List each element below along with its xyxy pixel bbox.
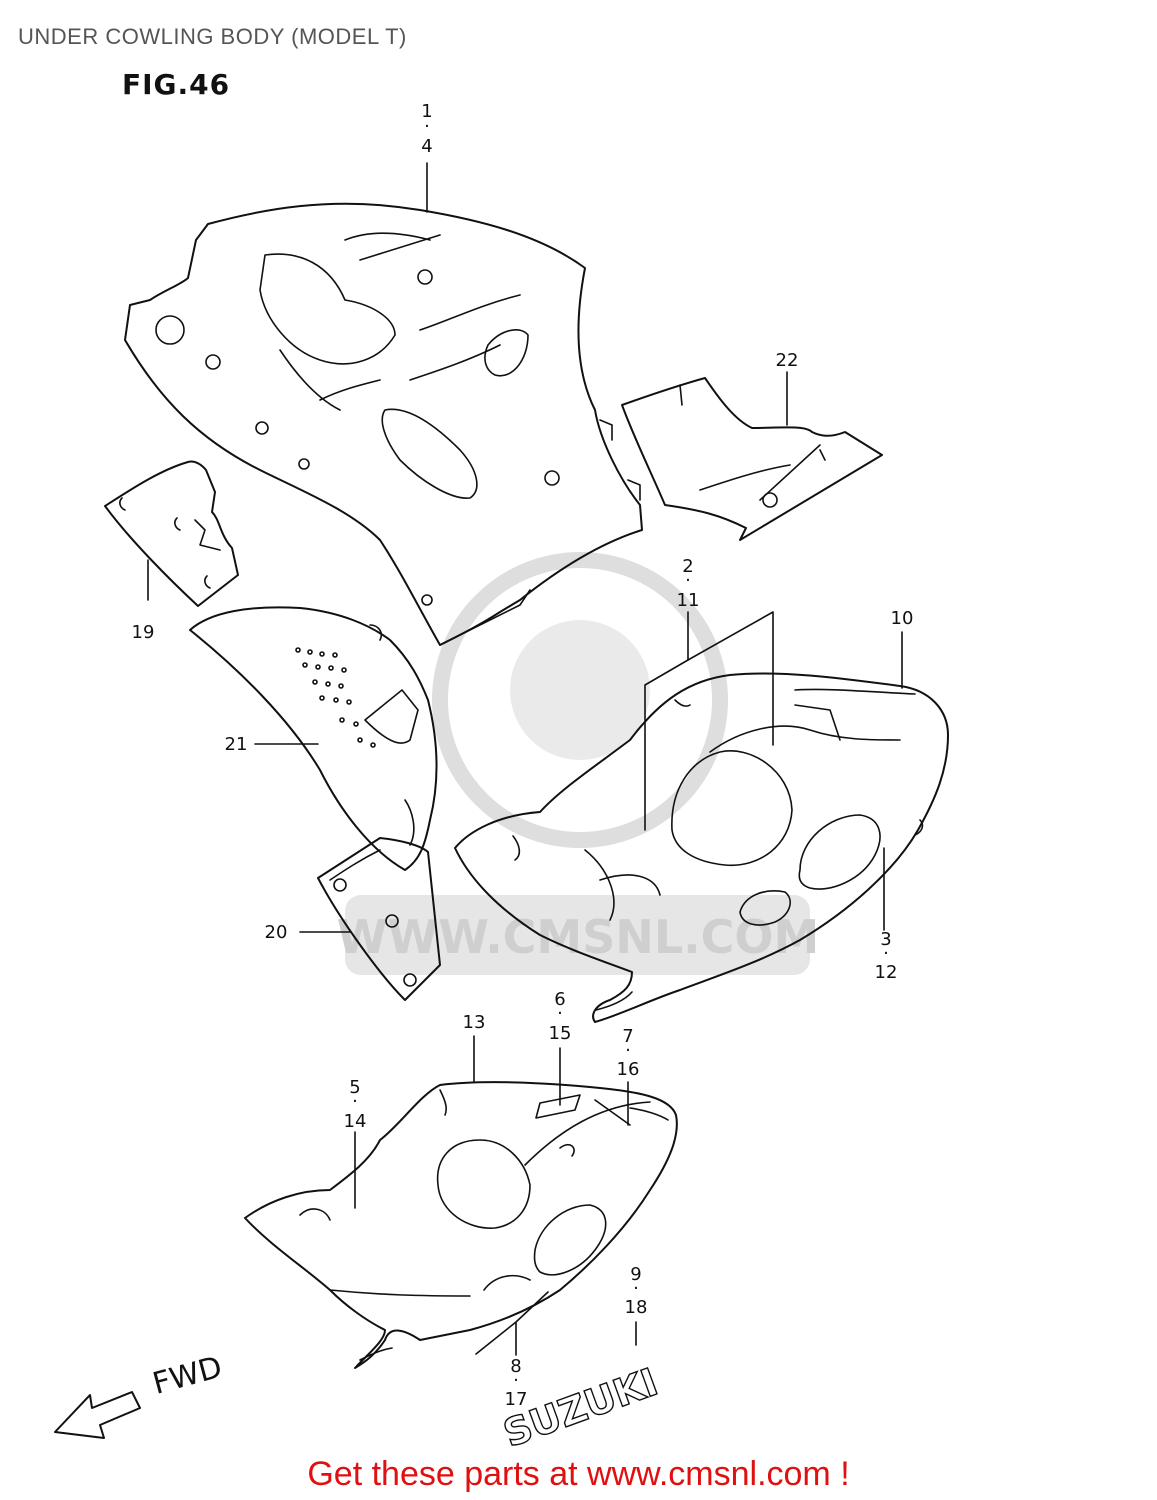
part-21-inner-panel xyxy=(189,606,438,871)
cmsnl-parts-link[interactable]: Get these parts at www.cmsnl.com ! xyxy=(307,1455,850,1493)
fwd-arrow-icon xyxy=(54,1391,141,1439)
callout-separator: · xyxy=(625,1040,631,1061)
callout-10: 10 xyxy=(891,608,914,629)
forward-indicator: FWD xyxy=(54,1350,226,1439)
callout-14: 14 xyxy=(344,1111,367,1132)
part-upper-cowling xyxy=(124,202,643,646)
callout-4: 4 xyxy=(421,136,432,157)
callout-17: 17 xyxy=(505,1389,528,1410)
watermark-banner xyxy=(345,895,810,975)
callout-9: 9 xyxy=(630,1264,641,1285)
callout-12: 12 xyxy=(875,962,898,983)
part-lower-under-cowling xyxy=(244,1081,678,1369)
watermark-text: WWW.CMSNL.COM xyxy=(337,910,820,964)
fwd-label: FWD xyxy=(149,1350,226,1402)
figure-label: FIG.46 xyxy=(122,68,231,101)
callout-2: 2 xyxy=(682,556,693,577)
part-19-panel xyxy=(104,460,239,607)
callout-separator: · xyxy=(513,1370,519,1391)
callout-13: 13 xyxy=(463,1012,486,1033)
watermark-face xyxy=(510,620,650,760)
callout-separator: · xyxy=(883,943,889,964)
callout-separator: · xyxy=(352,1091,358,1112)
callout-3: 3 xyxy=(880,929,891,950)
callout-5: 5 xyxy=(349,1077,360,1098)
callout-labels: 1 · 4 22 19 2 · 11 10 21 20 3 · 12 6 · 1… xyxy=(132,101,914,1410)
vent-holes xyxy=(295,647,376,748)
callout-6: 6 xyxy=(554,989,565,1010)
callout-21: 21 xyxy=(225,734,248,755)
page-title: UNDER COWLING BODY (MODEL T) xyxy=(18,24,407,49)
callout-1: 1 xyxy=(421,101,432,122)
callout-15: 15 xyxy=(549,1023,572,1044)
callout-22: 22 xyxy=(776,350,799,371)
callout-16: 16 xyxy=(617,1059,640,1080)
part-20-plate xyxy=(317,837,441,1001)
part-middle-under-cowling xyxy=(454,672,949,1023)
watermark: WWW.CMSNL.COM xyxy=(337,552,820,975)
callout-11: 11 xyxy=(677,590,700,611)
leader-lines xyxy=(147,162,903,1356)
callout-separator: · xyxy=(557,1003,563,1024)
part-22-bracket xyxy=(621,377,883,541)
callout-19: 19 xyxy=(132,622,155,643)
callout-separator: · xyxy=(685,570,691,591)
watermark-ring xyxy=(432,552,728,848)
callout-separator: · xyxy=(424,116,430,137)
callout-18: 18 xyxy=(625,1297,648,1318)
callout-separator: · xyxy=(633,1278,639,1299)
callout-20: 20 xyxy=(265,922,288,943)
callout-8: 8 xyxy=(510,1356,521,1377)
callout-7: 7 xyxy=(622,1026,633,1047)
